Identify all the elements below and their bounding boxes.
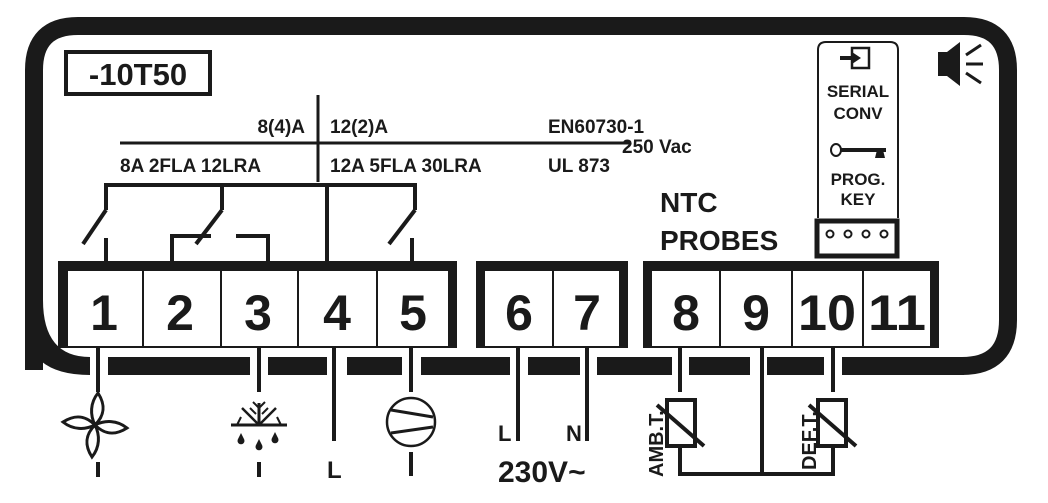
housing-frame <box>25 17 1017 375</box>
terminal-10: 10 <box>798 285 856 341</box>
prog-label: PROG. <box>831 170 886 189</box>
rating-relay-a-iec: 8(4)A <box>257 117 305 138</box>
conv-label: CONV <box>833 104 883 123</box>
fan-icon <box>60 390 130 460</box>
speaker-icon <box>938 42 983 86</box>
terminal-2: 2 <box>166 285 194 341</box>
ntc-label: NTC <box>660 187 718 218</box>
neutral-label: N <box>566 421 582 446</box>
serial-port-outline <box>817 41 899 218</box>
probes-label: PROBES <box>660 225 778 256</box>
rating-relay-a-ul: 8A 2FLA 12LRA <box>120 156 261 177</box>
rating-standard-ul: UL 873 <box>548 156 610 177</box>
key-label: KEY <box>841 190 877 209</box>
key-icon <box>830 143 886 158</box>
defrost-probe-label: DEF.T. <box>799 411 821 470</box>
rating-voltage: 250 Vac <box>622 137 692 158</box>
compressor-icon <box>385 396 437 448</box>
rating-relay-b-ul: 12A 5FLA 30LRA <box>330 156 482 177</box>
defrost-icon <box>231 401 287 451</box>
load-line-label: L <box>327 457 342 484</box>
supply-voltage-label: 230V~ <box>498 456 586 489</box>
defrost-probe-thermistor <box>807 398 858 448</box>
rating-relay-b-iec: 12(2)A <box>330 117 388 138</box>
serial-connector[interactable] <box>814 218 900 259</box>
ambient-probe-label: AMB.T. <box>646 410 668 477</box>
terminal-5: 5 <box>399 285 427 341</box>
rating-standard-iec: EN60730-1 <box>548 117 645 138</box>
probe-wires <box>678 348 835 476</box>
model-box <box>64 50 212 96</box>
terminal-9: 9 <box>742 285 770 341</box>
serial-label: SERIAL <box>827 82 889 101</box>
terminal-8: 8 <box>672 285 700 341</box>
relay-contacts <box>81 183 417 262</box>
terminal-3: 3 <box>244 285 272 341</box>
terminal-4: 4 <box>323 285 351 341</box>
terminal-block-power <box>476 261 628 348</box>
housing-bottom-edge <box>25 300 964 375</box>
terminal-block-probes <box>643 261 939 348</box>
terminal-1: 1 <box>90 285 118 341</box>
load-wires <box>96 348 413 477</box>
terminal-11: 11 <box>868 285 926 341</box>
model-label: -10T50 <box>89 57 187 92</box>
terminal-6: 6 <box>505 285 533 341</box>
terminal-7: 7 <box>573 285 601 341</box>
terminal-block-relays <box>58 261 457 348</box>
serial-input-icon <box>840 46 871 70</box>
ambient-probe-thermistor <box>655 398 706 448</box>
live-label: L <box>498 421 511 446</box>
